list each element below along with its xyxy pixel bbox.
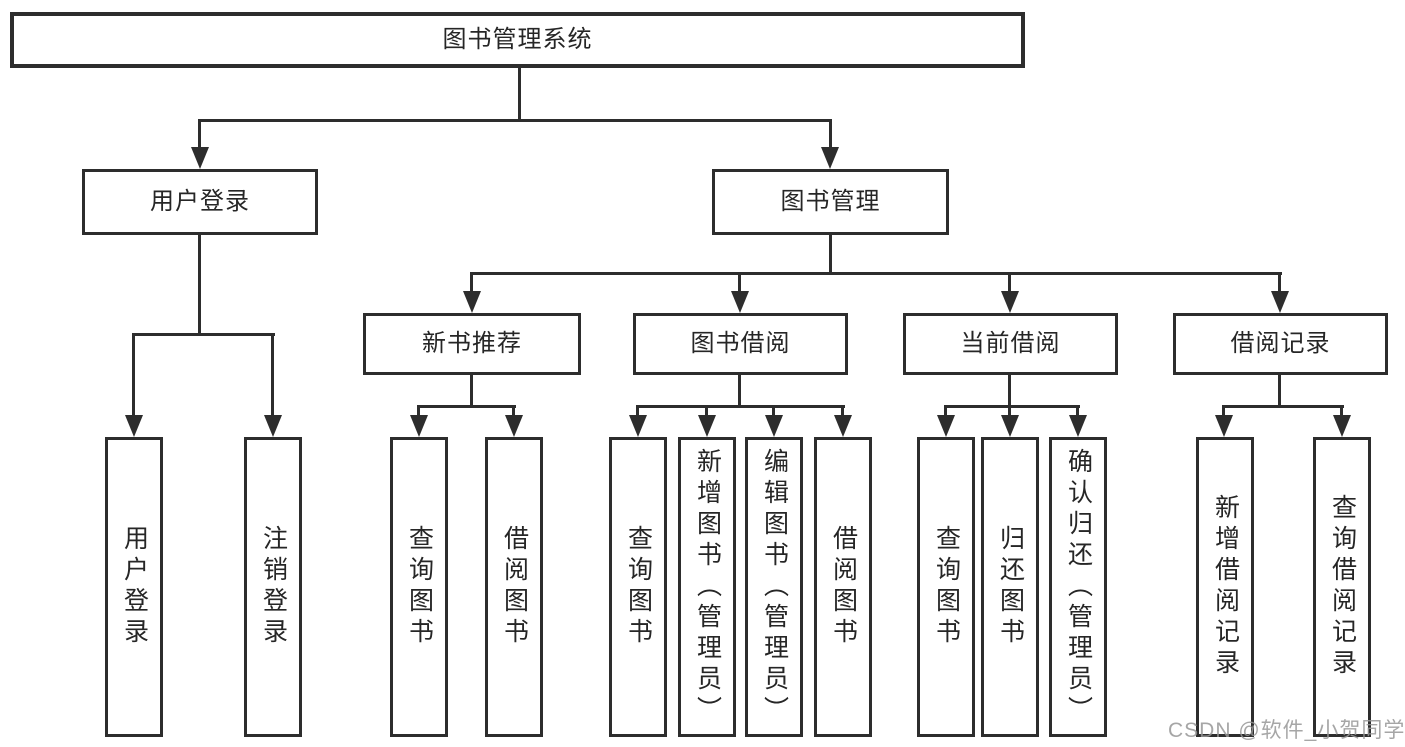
arrowhead-down-icon (731, 291, 749, 313)
leaf-label: 注销登录 (259, 525, 288, 649)
leaf-return-book: 归还图书 (981, 437, 1039, 737)
node-book-management: 图书管理 (712, 169, 949, 235)
node-library-management-system: 图书管理系统 (10, 12, 1025, 68)
connector-line (132, 333, 135, 417)
arrowhead-down-icon (834, 415, 852, 437)
leaf-borrow-books-recommend: 借阅图书 (485, 437, 543, 737)
connector-line (198, 235, 201, 335)
leaf-logout: 注销登录 (244, 437, 302, 737)
arrowhead-down-icon (410, 415, 428, 437)
leaf-label: 确认归还（管理员） (1064, 447, 1093, 727)
connector-line (738, 375, 741, 407)
connector-line (271, 333, 274, 417)
arrowhead-down-icon (191, 147, 209, 169)
connector-line (772, 405, 775, 417)
connector-line (1278, 375, 1281, 407)
leaf-label: 编辑图书（管理员） (760, 447, 789, 727)
leaf-label: 借阅图书 (829, 525, 858, 649)
connector-line (1222, 405, 1225, 417)
connector-line (705, 405, 708, 417)
leaf-edit-book-admin: 编辑图书（管理员） (745, 437, 803, 737)
leaf-borrow-books: 借阅图书 (814, 437, 872, 737)
arrowhead-down-icon (1001, 415, 1019, 437)
watermark: CSDN @软件_小贺同学 (1168, 719, 1405, 742)
connector-line (1222, 405, 1344, 408)
node-borrow-records: 借阅记录 (1173, 313, 1388, 375)
leaf-label: 归还图书 (996, 525, 1025, 649)
arrowhead-down-icon (1333, 415, 1351, 437)
arrowhead-down-icon (463, 291, 481, 313)
connector-line (1278, 272, 1281, 293)
leaf-label: 查询图书 (932, 525, 961, 649)
arrowhead-down-icon (1271, 291, 1289, 313)
connector-line (636, 405, 845, 408)
connector-line (518, 68, 521, 121)
arrowhead-down-icon (125, 415, 143, 437)
arrowhead-down-icon (1069, 415, 1087, 437)
connector-line (199, 119, 831, 122)
leaf-query-books-current: 查询图书 (917, 437, 975, 737)
connector-line (829, 235, 832, 274)
arrowhead-down-icon (937, 415, 955, 437)
leaf-query-books-borrow: 查询图书 (609, 437, 667, 737)
connector-line (1340, 405, 1343, 417)
connector-line (470, 272, 473, 293)
connector-line (470, 375, 473, 407)
arrowhead-down-icon (821, 147, 839, 169)
arrowhead-down-icon (629, 415, 647, 437)
connector-line (417, 405, 516, 408)
connector-line (417, 405, 420, 417)
arrowhead-down-icon (264, 415, 282, 437)
connector-line (841, 405, 844, 417)
arrowhead-down-icon (1215, 415, 1233, 437)
connector-line (636, 405, 639, 417)
node-user-login: 用户登录 (82, 169, 318, 235)
arrowhead-down-icon (765, 415, 783, 437)
connector-line (944, 405, 947, 417)
connector-line (512, 405, 515, 417)
leaf-label: 查询图书 (624, 525, 653, 649)
leaf-confirm-return-admin: 确认归还（管理员） (1049, 437, 1107, 737)
leaf-add-borrow-record: 新增借阅记录 (1196, 437, 1254, 737)
connector-line (470, 272, 1282, 275)
node-current-borrow: 当前借阅 (903, 313, 1118, 375)
arrowhead-down-icon (505, 415, 523, 437)
connector-line (738, 272, 741, 293)
leaf-label: 新增借阅记录 (1211, 494, 1240, 680)
connector-line (198, 119, 201, 149)
leaf-label: 借阅图书 (500, 525, 529, 649)
arrowhead-down-icon (1001, 291, 1019, 313)
connector-line (944, 405, 1080, 408)
leaf-label: 查询借阅记录 (1328, 494, 1357, 680)
connector-line (1076, 405, 1079, 417)
node-new-book-recommend: 新书推荐 (363, 313, 581, 375)
leaf-add-book-admin: 新增图书（管理员） (678, 437, 736, 737)
connector-line (1008, 272, 1011, 293)
leaf-label: 新增图书（管理员） (693, 447, 722, 727)
leaf-user-login: 用户登录 (105, 437, 163, 737)
leaf-query-borrow-record: 查询借阅记录 (1313, 437, 1371, 737)
connector-line (1008, 375, 1011, 407)
connector-line (132, 333, 275, 336)
leaf-query-books-recommend: 查询图书 (390, 437, 448, 737)
arrowhead-down-icon (698, 415, 716, 437)
node-book-borrow: 图书借阅 (633, 313, 848, 375)
leaf-label: 用户登录 (120, 525, 149, 649)
connector-line (829, 119, 832, 149)
connector-line (1008, 405, 1011, 417)
leaf-label: 查询图书 (405, 525, 434, 649)
